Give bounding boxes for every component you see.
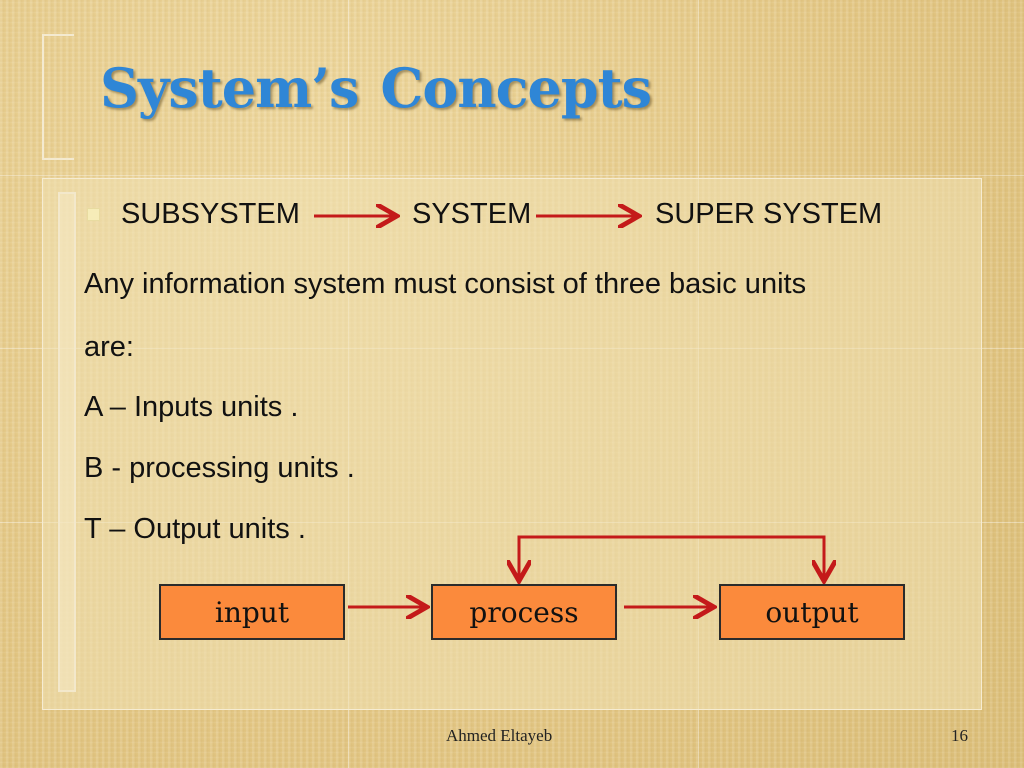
background-grid-line: [0, 175, 1024, 176]
slide-title-word-1: System’s: [100, 56, 359, 120]
diagram-process-label: process: [469, 595, 579, 629]
slide-title: System’s Concepts: [100, 56, 652, 120]
footer-author: Ahmed Eltayeb: [446, 726, 553, 745]
title-bracket-decoration: [42, 34, 74, 160]
diagram-output-label: output: [765, 595, 859, 629]
chain-system: SYSTEM: [412, 198, 532, 230]
diagram-input-box: input: [159, 584, 345, 640]
footer-page-number: 16: [951, 726, 968, 745]
diagram-process-box: process: [431, 584, 617, 640]
body-line-5: T – Output units .: [84, 513, 306, 545]
body-line-1: Any information system must consist of t…: [84, 268, 807, 300]
content-left-bar-decoration: [58, 192, 76, 692]
diagram-output-box: output: [719, 584, 905, 640]
body-line-4: B - processing units .: [84, 452, 355, 484]
body-line-2: are:: [84, 331, 134, 363]
chain-super-system: SUPER SYSTEM: [655, 198, 883, 230]
diagram-input-label: input: [214, 595, 290, 629]
body-line-3: A – Inputs units .: [84, 391, 299, 423]
slide-title-word-2: Concepts: [380, 56, 652, 120]
bullet-square-icon: [87, 208, 100, 221]
chain-subsystem: SUBSYSTEM: [121, 198, 300, 230]
